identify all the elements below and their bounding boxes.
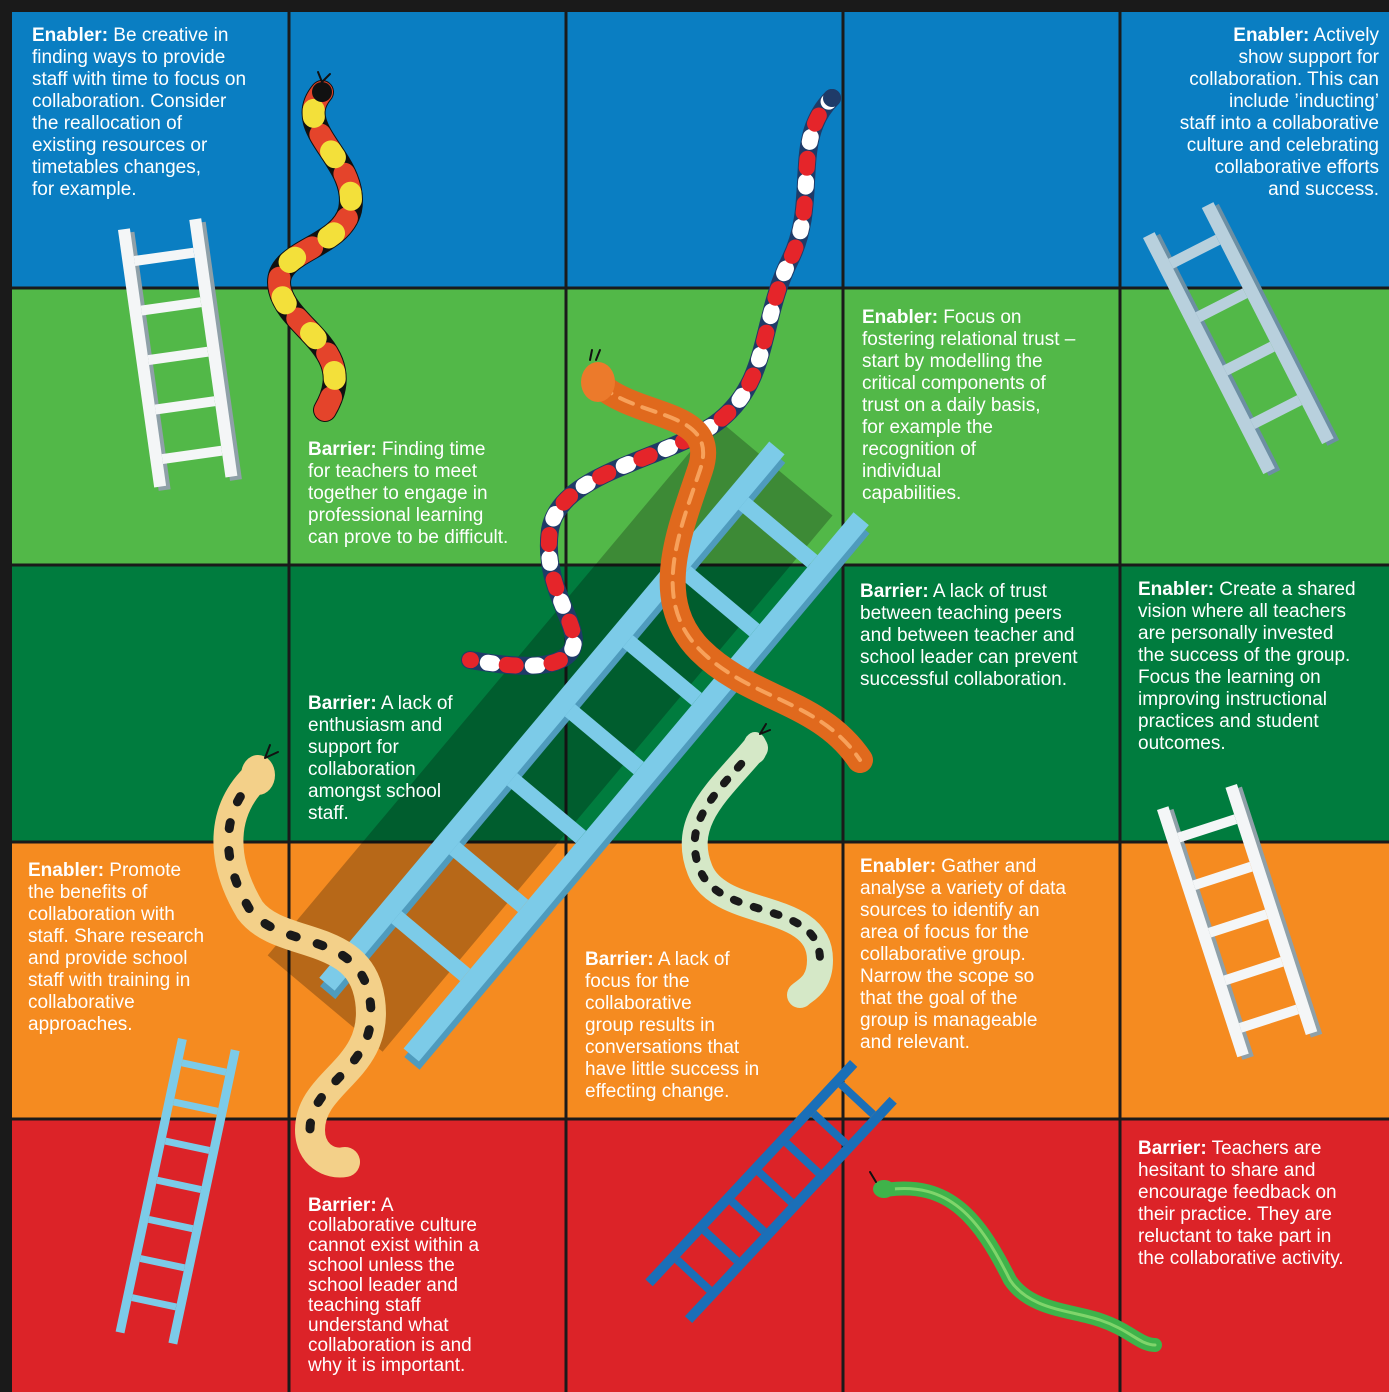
tile-text: Gather and analyse a variety of data sou… — [860, 856, 1066, 1053]
tile-text: A collaborative culture cannot exist wit… — [308, 1195, 480, 1376]
tile-label: Barrier: — [860, 581, 929, 602]
row-2-band — [12, 288, 1389, 565]
tile-r5c5: Barrier: Teachers are hesitant to share … — [1138, 1138, 1344, 1270]
tile-label: Barrier: — [1138, 1138, 1207, 1159]
tile-label: Barrier: — [308, 693, 377, 714]
tile-label: Barrier: — [308, 1195, 377, 1216]
tile-text: Create a shared vision where all teacher… — [1138, 579, 1356, 754]
tile-label: Enabler: — [28, 860, 105, 881]
tile-r4c3: Barrier: A lack of focus for the collabo… — [585, 949, 759, 1103]
tile-label: Enabler: — [860, 856, 937, 877]
tile-label: Enabler: — [32, 25, 109, 46]
tile-label: Barrier: — [308, 439, 377, 460]
tile-text: Teachers are hesitant to share and encou… — [1138, 1138, 1344, 1269]
tile-text: A lack of focus for the collaborative gr… — [585, 949, 760, 1102]
tile-r3c4: Barrier: A lack of trust between teachin… — [860, 581, 1078, 691]
tile-text: Promote the benefits of collaboration wi… — [28, 860, 205, 1035]
tile-r5c2: Barrier: A collaborative culture cannot … — [308, 1196, 479, 1376]
tile-r2c2: Barrier: Finding time for teachers to me… — [308, 439, 508, 549]
tile-label: Enabler: — [1138, 579, 1215, 600]
tile-r3c5: Enabler: Create a shared vision where al… — [1138, 579, 1356, 755]
tile-text: Actively show support for collaboration.… — [1179, 25, 1379, 200]
tile-text: Be creative in finding ways to provide s… — [32, 25, 247, 200]
tile-r3c2: Barrier: A lack of enthusiasm and suppor… — [308, 693, 453, 825]
tile-r1c1: Enabler: Be creative in finding ways to … — [32, 25, 246, 201]
tile-label: Enabler: — [1233, 25, 1310, 46]
tile-r1c5: Enabler: Actively show support for colla… — [1180, 25, 1379, 201]
tile-r4c4: Enabler: Gather and analyse a variety of… — [860, 856, 1066, 1054]
tile-r4c1: Enabler: Promote the benefits of collabo… — [28, 860, 204, 1036]
tile-label: Barrier: — [585, 949, 654, 970]
tile-label: Enabler: — [862, 307, 939, 328]
tile-r2c4: Enabler: Focus on fostering relational t… — [862, 307, 1075, 505]
tile-text: Focus on fostering relational trust – st… — [862, 307, 1076, 504]
